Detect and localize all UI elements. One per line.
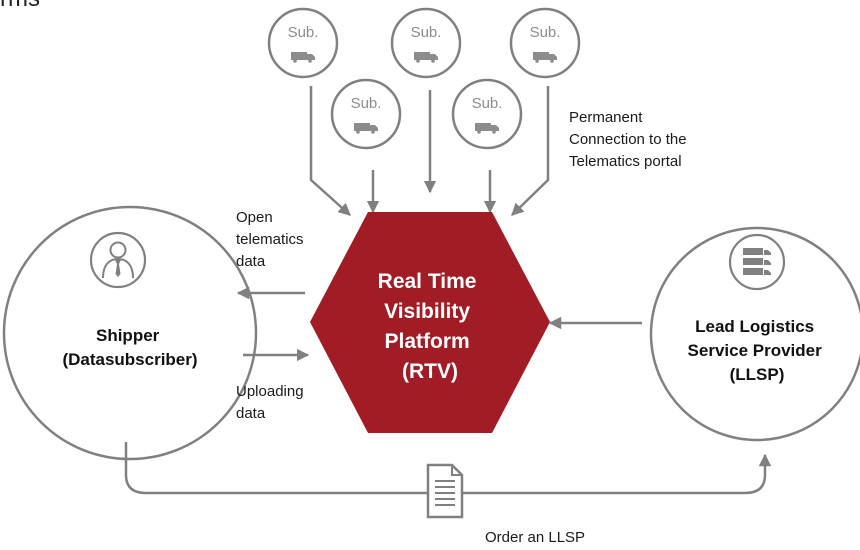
shipper-node: Shipper (Datasubscriber) <box>2 205 258 461</box>
subcontractor-label: Sub. <box>351 95 382 112</box>
rtv-platform-label: Real Time Visibility Platform (RTV) <box>378 270 483 383</box>
open-data-annotation: Open telematics data <box>236 209 308 270</box>
subcontractor-label: Sub. <box>411 24 442 41</box>
shipper-label: Shipper (Datasubscriber) <box>62 326 197 369</box>
truck-icon <box>414 52 438 63</box>
arrow-sub3-to-rtv <box>511 86 550 216</box>
truck-stack-icon <box>728 233 786 291</box>
subcontractor-label: Sub. <box>288 24 319 41</box>
truck-icon <box>291 52 315 63</box>
order-annotation: Order an LLSP <box>485 529 585 546</box>
subcontractor-node-5: Sub. <box>451 78 523 150</box>
subcontractor-node-3: Sub. <box>509 7 581 79</box>
llsp-node: Lead Logistics Service Provider (LLSP) <box>649 226 860 442</box>
subcontractor-node-1: Sub. <box>267 7 339 79</box>
subcontractor-label: Sub. <box>472 95 503 112</box>
subcontractor-label: Sub. <box>530 24 561 41</box>
truck-icon <box>475 123 499 134</box>
subcontractor-node-4: Sub. <box>330 78 402 150</box>
truck-icon <box>533 52 557 63</box>
rtv-platform-hexagon <box>310 212 550 433</box>
arrow-sub1-to-rtv <box>309 86 351 216</box>
person-icon <box>89 231 147 289</box>
title-fragment: rms <box>0 0 40 12</box>
truck-icon <box>354 123 378 134</box>
subcontractor-node-2: Sub. <box>390 7 462 79</box>
llsp-label: Lead Logistics Service Provider (LLSP) <box>688 317 827 384</box>
telematics-portal-annotation: Permanent Connection to the Telematics p… <box>569 109 691 170</box>
uploading-annotation: Uploading data <box>236 383 308 422</box>
document-icon <box>426 463 464 519</box>
